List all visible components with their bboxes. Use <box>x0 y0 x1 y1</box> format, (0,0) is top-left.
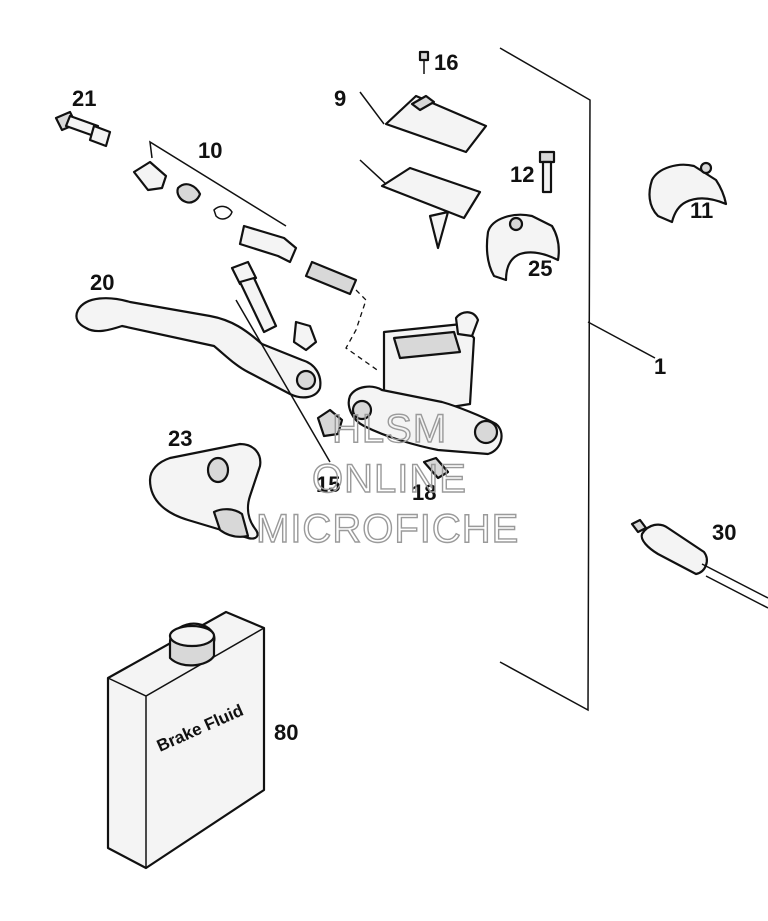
part-20-brake-lever <box>75 297 322 399</box>
part-30-cable <box>630 518 768 609</box>
part-21-adjuster-screw <box>54 110 112 148</box>
callout-80: 80 <box>274 720 298 745</box>
callout-1: 1 <box>654 354 666 379</box>
part-23-lever-guard <box>148 442 262 540</box>
watermark: HLSM ONLINE MICROFICHE <box>255 406 519 551</box>
part-25-clamp <box>485 213 560 282</box>
callout-11: 11 <box>690 198 713 223</box>
watermark-line-2: ONLINE <box>312 457 467 501</box>
part-11-clamp <box>648 161 728 224</box>
watermark-line-3: MICROFICHE <box>256 507 519 551</box>
callout-10: 10 <box>198 138 222 163</box>
callout-25: 25 <box>528 256 552 281</box>
callout-15: 15 <box>316 472 340 497</box>
callout-12: 12 <box>510 162 534 187</box>
master-cylinder-body <box>316 311 503 456</box>
callout-18: 18 <box>412 480 436 505</box>
callout-30: 30 <box>712 520 736 545</box>
part-18-screw <box>422 456 450 480</box>
pivot-bolt <box>230 260 331 463</box>
part-9-reservoir-cap <box>359 91 488 250</box>
watermark-line-1: HLSM <box>332 407 447 451</box>
part-80-brake-fluid-bottle <box>106 610 266 870</box>
callout-16: 16 <box>434 50 458 75</box>
assembly-plane <box>499 47 656 712</box>
part-12-bolt <box>538 150 556 194</box>
part-16-screw <box>418 50 430 74</box>
callout-9: 9 <box>334 86 346 111</box>
callout-20: 20 <box>90 270 114 295</box>
callout-23: 23 <box>168 426 192 451</box>
callout-21: 21 <box>72 86 96 111</box>
part-10-piston-kit <box>132 140 298 264</box>
spring <box>304 260 381 373</box>
